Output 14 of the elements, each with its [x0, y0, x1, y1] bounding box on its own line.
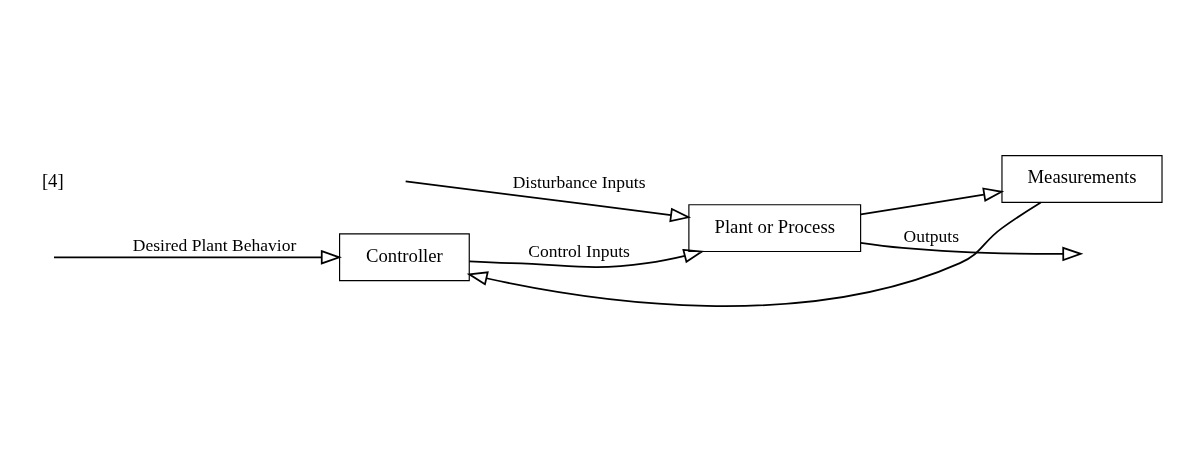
- node-box: Plant or Process: [688, 204, 862, 253]
- edge-label: Control Inputs: [528, 241, 630, 262]
- label: [4]: [41, 169, 64, 191]
- arrow: [468, 248, 705, 268]
- arrow: [859, 241, 1084, 262]
- edge-label: Desired Plant Behavior: [132, 235, 297, 256]
- arrow: [466, 201, 1042, 307]
- arrow: [404, 180, 692, 223]
- node-box: Controller: [339, 233, 470, 282]
- arrow: [53, 249, 342, 265]
- arrow: [859, 187, 1005, 216]
- edge-label: Outputs: [903, 226, 960, 247]
- node-box: Measurements: [1001, 155, 1163, 203]
- edge-label: Disturbance Inputs: [512, 172, 646, 193]
